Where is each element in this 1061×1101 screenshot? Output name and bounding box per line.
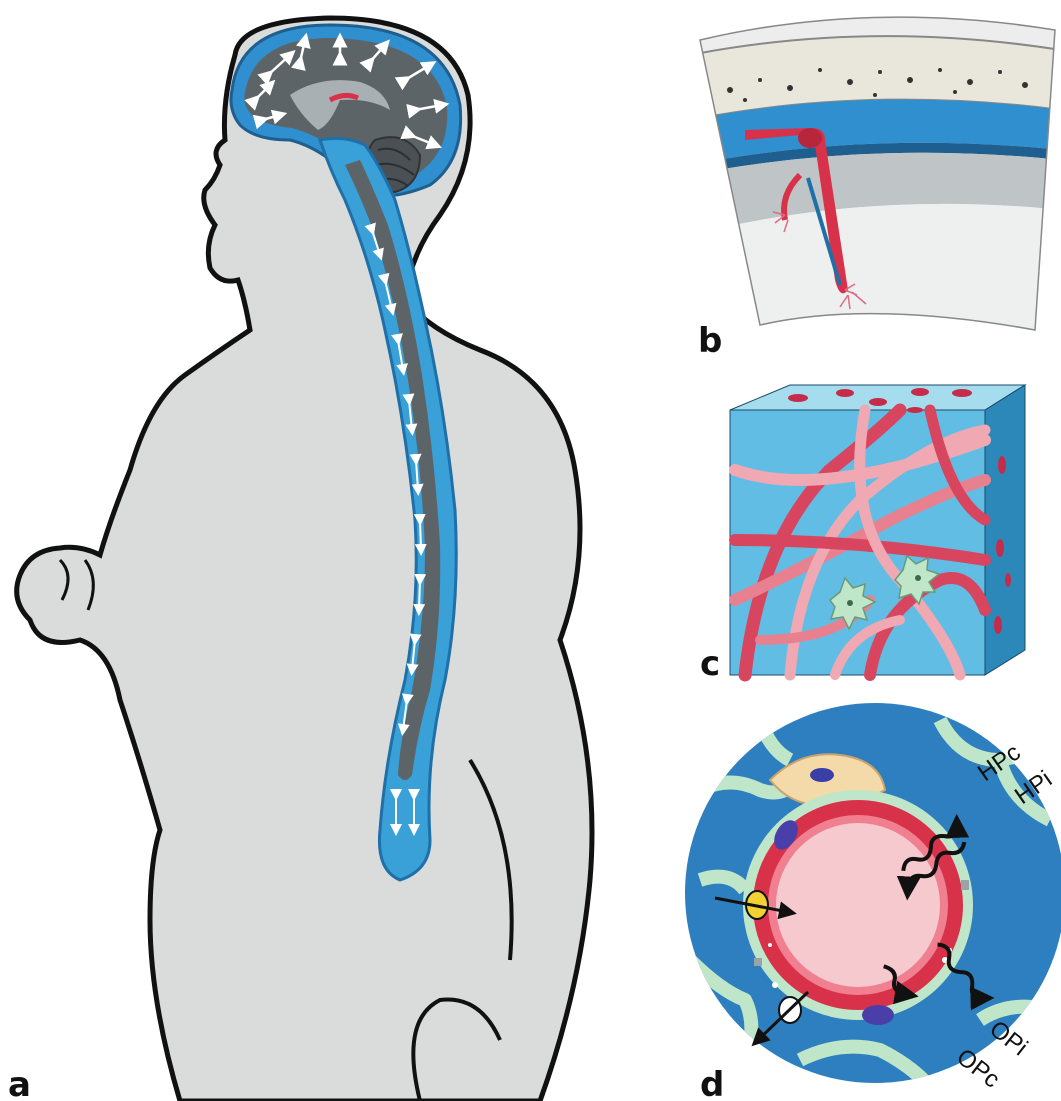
panel-a-body: a [8, 18, 592, 1101]
panel-c-label: c [700, 644, 720, 684]
panel-d-label: d [700, 1065, 724, 1101]
panel-b-label: b [698, 321, 722, 361]
panel-b-meninges: b [690, 0, 1061, 361]
body-silhouette [17, 18, 592, 1101]
panel-c-cube: c [700, 385, 1025, 684]
panel-d-capillary: HPc HPi OPi OPc d [685, 703, 1061, 1101]
panel-a-label: a [8, 1065, 31, 1101]
